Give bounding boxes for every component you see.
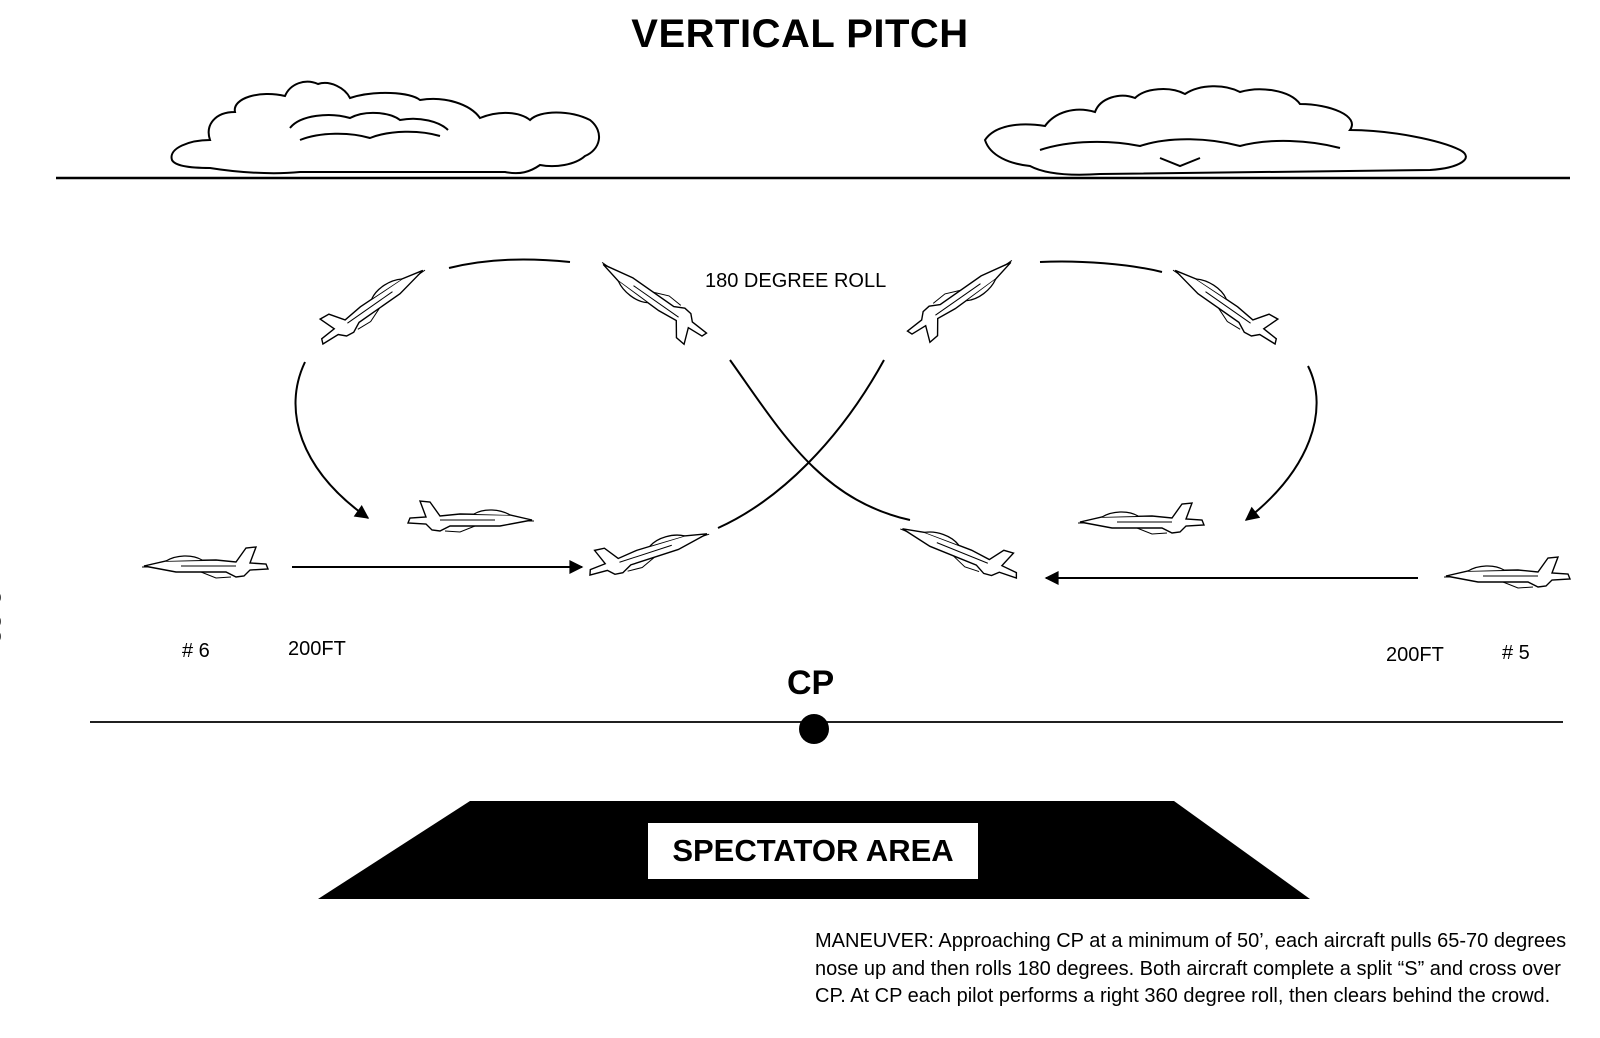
jet-left-recovery-icon	[407, 500, 535, 533]
flight-paths	[292, 258, 1418, 585]
roll-label: 180 DEGREE ROLL	[705, 270, 887, 292]
jet-left-inverted-icon	[589, 252, 713, 352]
aircraft-left-position: # 6	[182, 640, 210, 662]
aircraft-right-distance: 200FT	[1386, 644, 1444, 666]
left-descent-arrow	[294, 361, 370, 519]
page-title: VERTICAL PITCH	[631, 12, 969, 56]
jet-right-start-icon	[1443, 556, 1571, 589]
aircraft-right-position: # 5	[1502, 642, 1530, 664]
jet-center-left-icon	[582, 514, 714, 585]
page-number: 2-33	[0, 590, 6, 645]
crossover-path-b	[717, 359, 885, 529]
jet-right-pullup-icon	[901, 250, 1025, 350]
jet-left-start-icon	[141, 546, 269, 579]
right-descent-arrow	[1244, 365, 1318, 521]
jet-right-recovery-icon	[1077, 502, 1205, 535]
cloud-left-icon	[170, 80, 600, 175]
spectator-area-label: SPECTATOR AREA	[648, 823, 978, 879]
cp-label: CP	[787, 664, 835, 702]
right-loop-top-path	[1039, 260, 1163, 273]
crossover-path-a	[729, 359, 911, 521]
maneuver-description: MANEUVER: Approaching CP at a minimum of…	[815, 930, 1567, 1007]
cloud-right-icon	[983, 85, 1467, 176]
cp-marker	[799, 714, 829, 744]
jet-left-pullup-icon	[309, 253, 433, 353]
jet-center-right-icon	[895, 509, 1026, 588]
jet-right-inverted-icon	[1165, 253, 1289, 353]
aircraft-left-distance: 200FT	[288, 638, 346, 660]
left-loop-top-path	[448, 258, 571, 269]
